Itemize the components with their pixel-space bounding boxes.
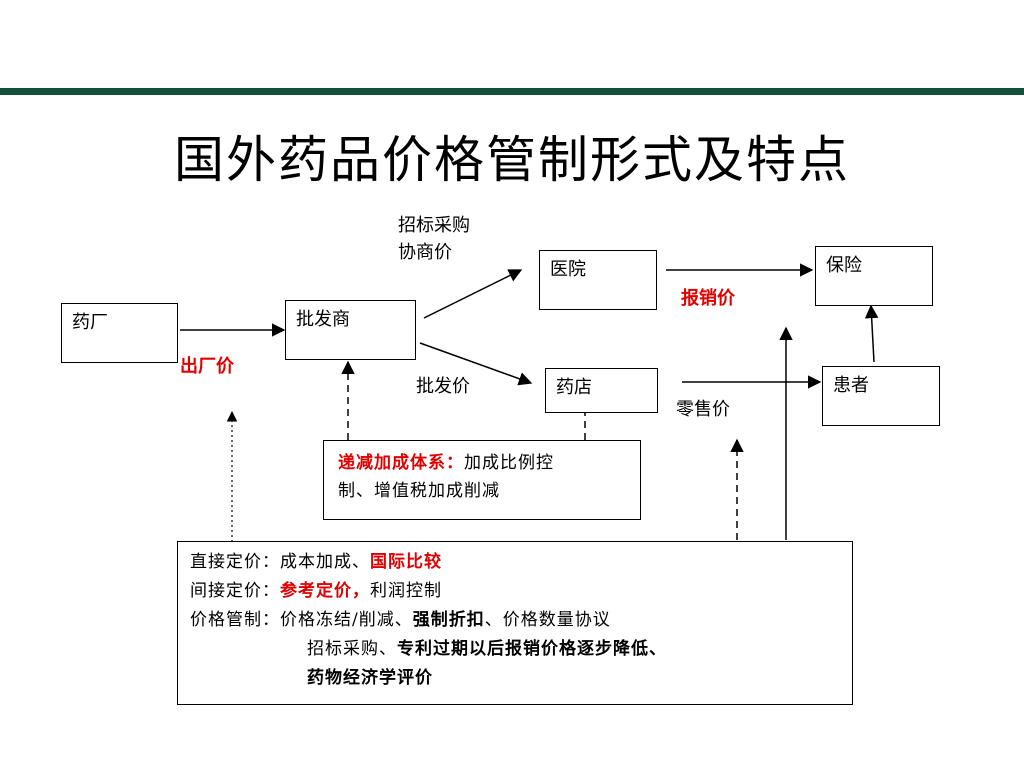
node-patient-label: 患者	[833, 375, 869, 396]
policy-line4-bold: 专利过期以后报销价格逐步降低、	[397, 639, 667, 659]
policy-control-bold-1: 强制折扣	[412, 610, 485, 630]
policy-row-control: 价格管制：价格冻结/削减、强制折扣、价格数量协议	[190, 606, 840, 635]
markup-system-box: 递减加成体系：加成比例控 制、增值税加成削减	[323, 440, 641, 520]
policy-row-pharmacoeconomics: 药物经济学评价	[190, 664, 840, 693]
markup-text-2: 制、增值税加成削减	[338, 481, 500, 501]
label-reimbursement-price: 报销价	[681, 288, 735, 309]
node-insurance: 保险	[815, 246, 933, 306]
markup-text-1: 加成比例控	[464, 453, 554, 473]
node-wholesaler-label: 批发商	[296, 309, 350, 330]
policy-control-text-1: 价格冻结/削减、	[280, 610, 413, 630]
policy-indirect-label: 间接定价：	[190, 581, 280, 601]
policy-line4-text: 招标采购、	[307, 639, 397, 659]
policy-control-text-2: 、价格数量协议	[484, 610, 611, 630]
arrow-wholesaler-to-pharmacy	[419, 342, 533, 386]
node-hospital-label: 医院	[550, 259, 586, 280]
label-tender-line1: 招标采购	[398, 215, 470, 236]
label-tender-line2: 协商价	[398, 242, 452, 263]
policy-line5-bold: 药物经济学评价	[307, 668, 433, 688]
node-wholesaler: 批发商	[285, 300, 416, 360]
node-patient: 患者	[822, 366, 940, 426]
label-retail-price: 零售价	[676, 399, 730, 420]
arrow-wholesaler-to-hospital	[423, 269, 523, 319]
policy-direct-text: 成本加成、	[280, 552, 370, 572]
node-pharmacy: 药店	[545, 368, 658, 413]
markup-heading: 递减加成体系：	[338, 453, 464, 473]
top-accent-bar	[0, 88, 1024, 95]
policy-indirect-text: 利润控制	[370, 581, 442, 601]
page-title: 国外药品价格管制形式及特点	[174, 131, 850, 189]
node-factory: 药厂	[61, 303, 178, 363]
policy-direct-highlight: 国际比较	[370, 552, 442, 572]
policy-control-label: 价格管制：	[190, 610, 280, 630]
pricing-policy-box: 直接定价：成本加成、国际比较 间接定价：参考定价，利润控制 价格管制：价格冻结/…	[177, 541, 853, 705]
node-hospital: 医院	[539, 250, 657, 310]
policy-row-direct: 直接定价：成本加成、国际比较	[190, 548, 840, 577]
policy-row-tender: 招标采购、专利过期以后报销价格逐步降低、	[190, 635, 840, 664]
node-pharmacy-label: 药店	[556, 377, 592, 398]
policy-direct-label: 直接定价：	[190, 552, 280, 572]
node-insurance-label: 保险	[826, 255, 862, 276]
policy-indirect-highlight: 参考定价，	[280, 581, 370, 601]
label-factory-price: 出厂价	[180, 356, 234, 377]
policy-row-indirect: 间接定价：参考定价，利润控制	[190, 577, 840, 606]
label-wholesale-price: 批发价	[416, 376, 470, 397]
node-factory-label: 药厂	[72, 312, 108, 333]
arrow-patient-to-insurance	[864, 304, 879, 363]
